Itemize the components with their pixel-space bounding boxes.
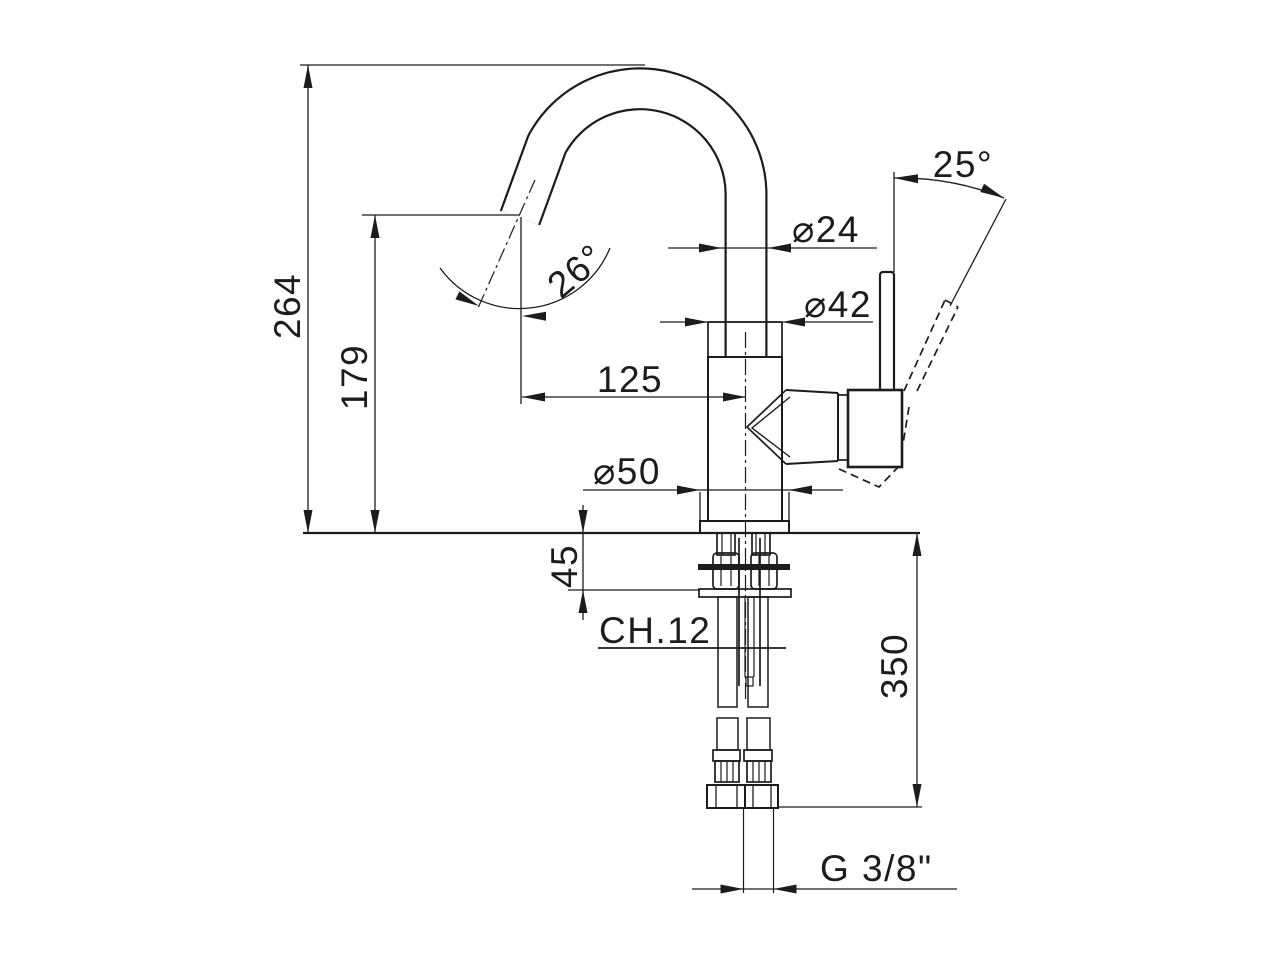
dim-spout-height-179: 179 [334, 214, 519, 533]
base-escutcheon [699, 520, 790, 534]
handle-lever-rod [878, 270, 896, 394]
dim-base-diameter-50: ⌀50 [583, 451, 843, 521]
spout-tip-axis-centerline [477, 179, 536, 309]
dim-body-diameter-42: ⌀42 [660, 284, 873, 327]
dim-26deg-label: 26° [540, 236, 613, 306]
dim-179-label: 179 [334, 344, 375, 410]
dim-45-label: 45 [544, 544, 585, 588]
lever-angle-extension-lines [893, 172, 1007, 307]
dim-mounting-depth-45: 45 [544, 505, 700, 620]
dim-wrench-size-ch12: CH.12 [598, 610, 786, 651]
supply-shanks [712, 532, 778, 590]
dim-hose-length-350: 350 [778, 533, 922, 808]
mounting-nut-bar [698, 564, 790, 570]
mounting-stud [738, 538, 761, 687]
dim-264-label: 264 [267, 273, 308, 339]
handle-body [846, 388, 904, 469]
dim-125-label: 125 [597, 359, 663, 400]
dim-g38-label: G 3/8" [820, 848, 933, 889]
dim-thread-g38: G 3/8" [692, 848, 957, 894]
dim-dia50-label: ⌀50 [593, 451, 661, 492]
dim-spout-reach-125: 125 [522, 359, 746, 402]
dim-dia42-label: ⌀42 [804, 284, 872, 325]
hose-hex-nuts [706, 784, 779, 893]
flexible-hoses [712, 596, 773, 783]
spout-gooseneck [499, 67, 768, 357]
handle-neck [837, 394, 849, 461]
cone-joint [745, 389, 839, 465]
dim-spout-angle-26: 26° [439, 217, 613, 404]
dim-350-label: 350 [874, 633, 915, 699]
dim-dia24-label: ⌀24 [792, 209, 860, 250]
dim-lever-angle-25: 25° [893, 144, 1005, 199]
dim-ch12-label: CH.12 [599, 610, 711, 651]
dim-25deg-label: 25° [933, 144, 993, 185]
dim-overall-height-264: 264 [267, 64, 645, 533]
dim-spout-diameter-24: ⌀24 [668, 209, 877, 253]
